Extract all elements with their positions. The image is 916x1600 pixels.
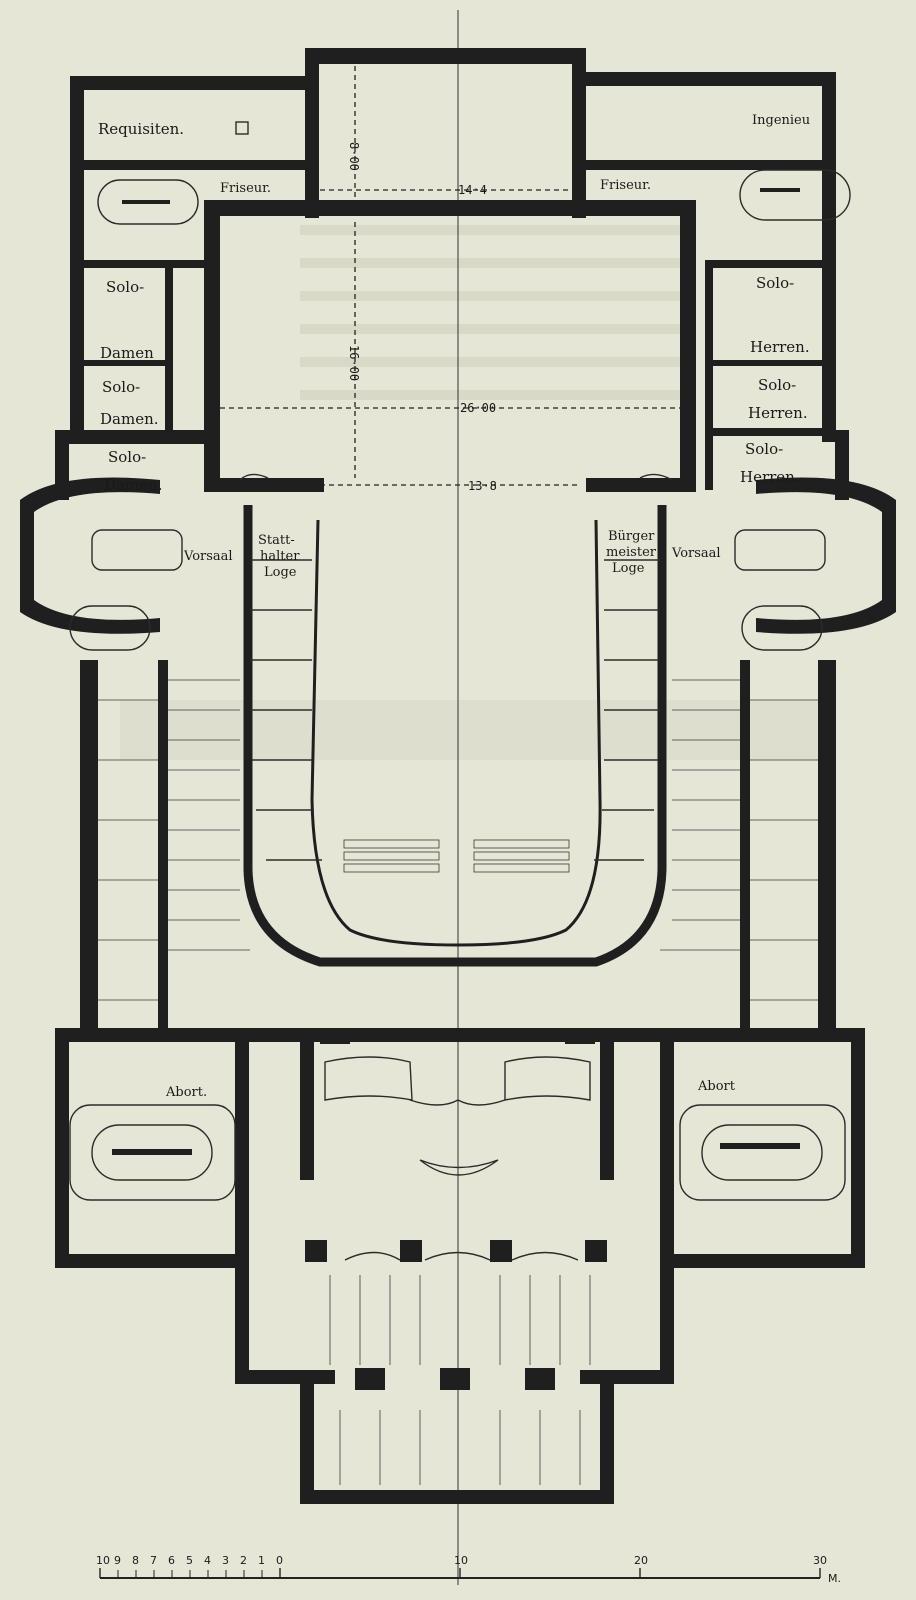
label-solo-herren-2b: Herren. <box>748 404 808 422</box>
scale-small-tick-label: 4 <box>204 1554 211 1567</box>
label-friseur-left: Friseur. <box>220 181 271 196</box>
room-labels: Requisiten. Ingenieu Friseur. Friseur. S… <box>98 113 810 1100</box>
side-pavilions <box>20 169 896 651</box>
dim-14-4: 14·4 <box>458 183 487 197</box>
label-solo-damen-3b: Damen. <box>104 476 163 494</box>
label-vorsaal-right: Vorsaal <box>671 546 721 561</box>
label-buergermeister-3: Loge <box>612 561 645 576</box>
scale-small-tick-label: 6 <box>168 1554 175 1567</box>
label-solo-herren-1b: Herren. <box>750 338 810 356</box>
label-ingenieur: Ingenieu <box>752 113 810 128</box>
dim-13-8: 13·8 <box>468 479 497 493</box>
label-solo-herren-3b: Herren. <box>740 468 800 486</box>
scale-tick-20: 20 <box>634 1554 648 1567</box>
label-solo-herren-3a: Solo- <box>745 440 783 458</box>
scale-small-tick-label: 0 <box>276 1554 283 1567</box>
dim-16-00: 16·00 <box>347 345 361 381</box>
dim-8-00: 8·00 <box>347 142 361 171</box>
label-solo-herren-1a: Solo- <box>756 274 794 292</box>
label-statthalter-1: Statt- <box>258 533 295 548</box>
scale-small-tick-label: 9 <box>114 1554 121 1567</box>
dim-26-00: 26·00 <box>460 401 496 415</box>
scale-small-tick-label: 3 <box>222 1554 229 1567</box>
label-statthalter-3: Loge <box>264 565 297 580</box>
label-solo-damen-1b: Damen <box>100 344 154 362</box>
scale-small-tick-label: 1 <box>258 1554 265 1567</box>
label-solo-damen-1a: Solo- <box>106 278 144 296</box>
label-solo-damen-2b: Damen. <box>100 410 159 428</box>
scale-small-tick-label: 2 <box>240 1554 247 1567</box>
corridor-steps <box>98 679 818 1001</box>
label-abort-right: Abort <box>697 1079 736 1094</box>
label-solo-damen-2a: Solo- <box>102 378 140 396</box>
auditorium <box>239 473 673 967</box>
dimension-lines <box>220 66 680 486</box>
label-friseur-right: Friseur. <box>600 178 651 193</box>
walls <box>55 48 865 1504</box>
scale-small-tick-label: 8 <box>132 1554 139 1567</box>
label-statthalter-2: halter <box>260 549 300 564</box>
label-solo-herren-2a: Solo- <box>758 376 796 394</box>
lower-staircases <box>69 1056 846 1485</box>
label-vorsaal-left: Vorsaal <box>183 549 233 564</box>
scale-tick-10: 10 <box>454 1554 468 1567</box>
scale-unit: M. <box>828 1572 841 1585</box>
label-requisiten: Requisiten. <box>98 120 184 138</box>
scale-small-tick-label: 10 <box>96 1554 110 1567</box>
scale-small-tick-label: 5 <box>186 1554 193 1567</box>
scale-tick-30: 30 <box>813 1554 827 1567</box>
dimension-labels: 8·00 14·4 16·00 26·00 13·8 <box>347 142 497 493</box>
scale-small-tick-label: 7 <box>150 1554 157 1567</box>
label-buergermeister-2: meister <box>606 545 657 560</box>
label-solo-damen-3a: Solo- <box>108 448 146 466</box>
label-abort-left: Abort. <box>165 1085 207 1100</box>
label-buergermeister-1: Bürger <box>608 529 655 544</box>
